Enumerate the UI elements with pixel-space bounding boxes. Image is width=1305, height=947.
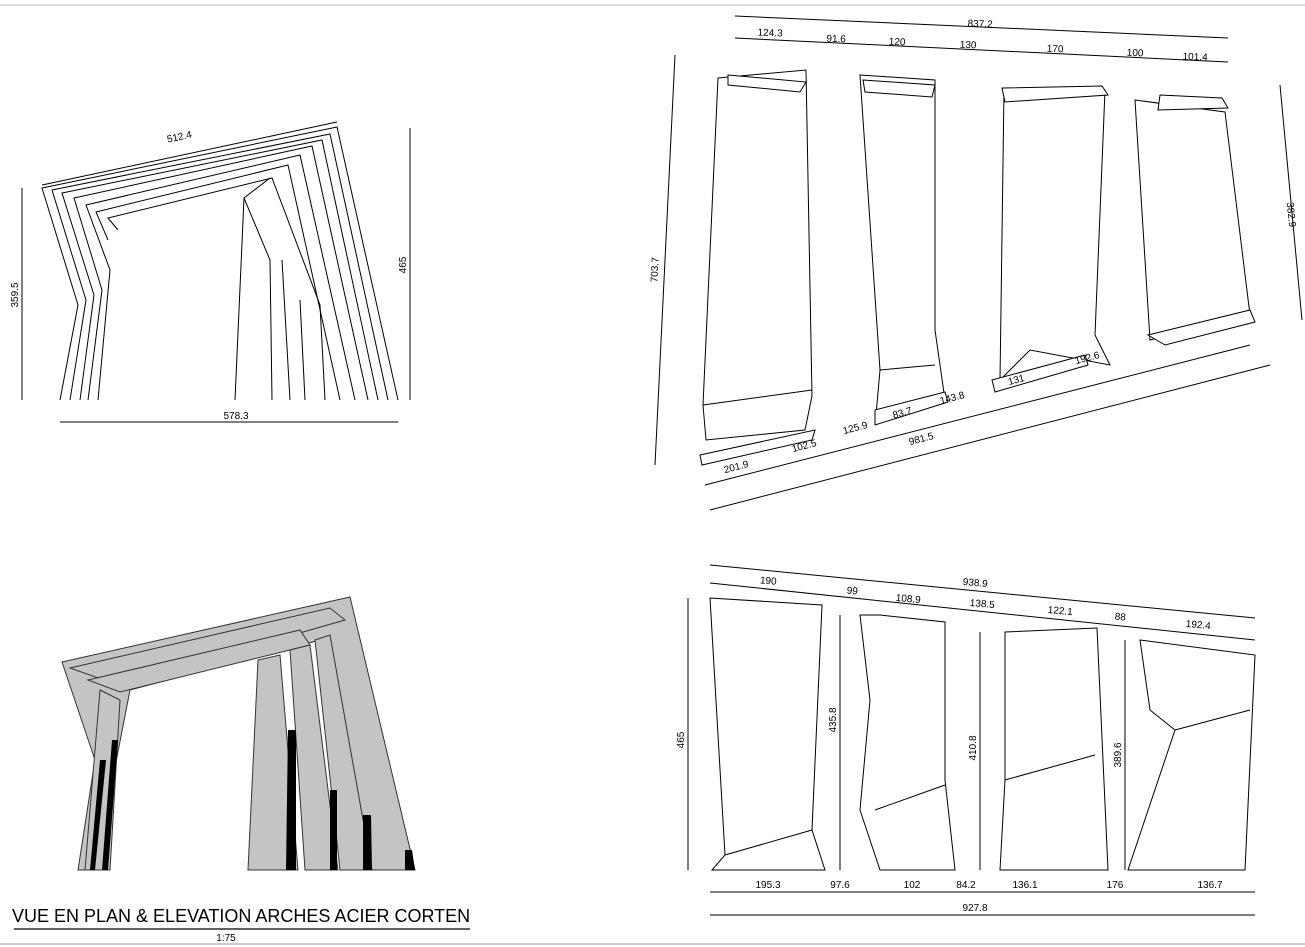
dim-top-chain: 120 (889, 37, 907, 49)
dim-elev-top-chain: 138.5 (969, 598, 995, 611)
unfolded-panels-view: 837.2 124.3 91.6 120 130 170 100 101.4 7… (649, 15, 1303, 511)
dim-elev-bottom-chain: 84.2 (956, 880, 976, 891)
perspective-view (61, 596, 416, 871)
dim-elev-height: 389.6 (1113, 742, 1124, 767)
dim-elev-bottom-chain: 97.6 (830, 880, 850, 891)
dim-top-overall: 837.2 (967, 18, 993, 30)
drawing-scale: 1:75 (216, 933, 236, 944)
dim-plan-top: 512.4 (166, 129, 193, 145)
dim-elev-overall-bottom: 927.8 (962, 903, 987, 914)
dim-plan-bottom: 578.3 (223, 411, 248, 422)
dim-bottom-chain: 131 (1007, 373, 1026, 388)
dim-elev-height: 435.8 (828, 707, 839, 732)
dim-elev-top-chain: 192.4 (1185, 619, 1211, 632)
elevation-view: 938.9 190 99 108.9 138.5 122.1 88 192.4 … (676, 564, 1256, 916)
plan-view: 512.4 359.5 465 578.3 (10, 121, 411, 423)
dim-elev-top-chain: 88 (1114, 612, 1126, 624)
dim-elev-bottom-chain: 176 (1107, 880, 1124, 891)
dim-top-chain: 91.6 (826, 34, 846, 46)
drawing-title: VUE EN PLAN & ELEVATION ARCHES ACIER COR… (12, 906, 470, 926)
dim-top-chain: 124.3 (757, 27, 783, 39)
dim-elev-top-chain: 108.9 (895, 593, 921, 606)
dim-top-chain: 170 (1047, 44, 1065, 56)
dim-right-height: 382.9 (1284, 202, 1298, 228)
dim-top-chain: 130 (960, 40, 978, 52)
dim-elev-bottom-chain: 136.1 (1012, 880, 1037, 891)
dim-elev-bottom-chain: 136.7 (1197, 880, 1222, 891)
dim-elev-top-chain: 99 (846, 586, 858, 598)
dim-elev-height: 465 (676, 731, 687, 748)
dim-left-height: 703.7 (649, 257, 661, 283)
dim-plan-left: 359.5 (10, 282, 21, 307)
dim-top-chain: 101.4 (1182, 51, 1208, 63)
dim-elev-top-chain: 122.1 (1047, 605, 1073, 618)
dim-elev-bottom-chain: 195.3 (755, 880, 780, 891)
dim-elev-overall-top: 938.9 (962, 577, 988, 590)
dim-elev-top-chain: 190 (759, 575, 777, 587)
dim-elev-bottom-chain: 102 (904, 880, 921, 891)
dim-bottom-chain: 83.7 (892, 406, 914, 422)
dim-elev-height: 410.8 (968, 735, 979, 760)
dim-top-chain: 100 (1127, 48, 1145, 60)
dim-plan-right: 465 (398, 256, 409, 273)
